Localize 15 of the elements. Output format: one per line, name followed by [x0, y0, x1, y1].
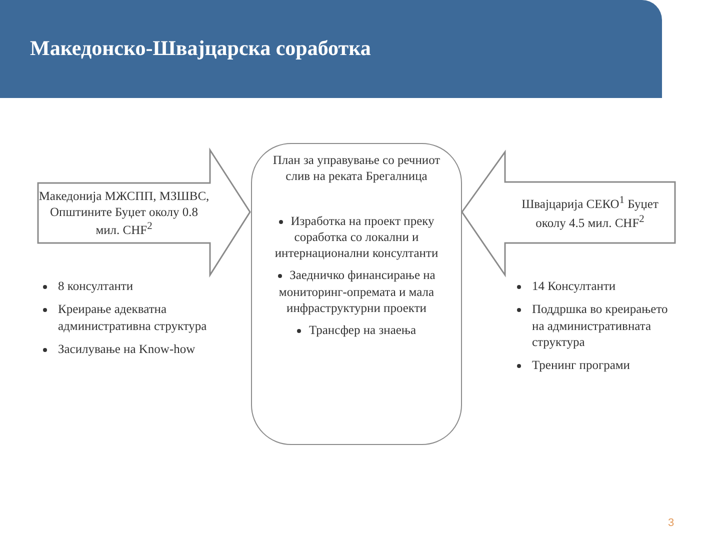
slide-title: Македонско-Швајцарска соработка [30, 36, 371, 61]
bullet-item: Заедничко финансирање на мониторинг-опремата и мала инфраструктурни проекти [266, 267, 447, 316]
node-text: Македонија МЖСПП, МЗШВС, Општините Буџет околу 0.8 мил. CHF$^{2}$ [38, 188, 210, 240]
rounded-box [251, 143, 462, 445]
bullet-item: 8 консултанти [38, 278, 218, 294]
node-text: Швајцарија СЕКО$^{1}$ Буџет околу 4.5 мил. CHF$^{2}$ [520, 194, 660, 232]
page-number: 3 [668, 517, 674, 529]
bullet-item: Изработка на проект преку соработка со локални и интернационални консултанти [266, 212, 447, 262]
box-heading: План за управување со речниот слив на реката Брегалница [272, 152, 442, 184]
bullet-item: Засилување на Know-how [38, 340, 218, 357]
bullet-item: Тренинг програми [512, 357, 682, 374]
bullet-item: Поддршка во креирањето на административната структура [512, 301, 682, 350]
bullet-item: Трансфер на знаења [290, 322, 422, 338]
bullet-item: 14 Консултанти [512, 278, 682, 294]
bullet-item: Креирање адекватна административна структура [38, 301, 218, 334]
